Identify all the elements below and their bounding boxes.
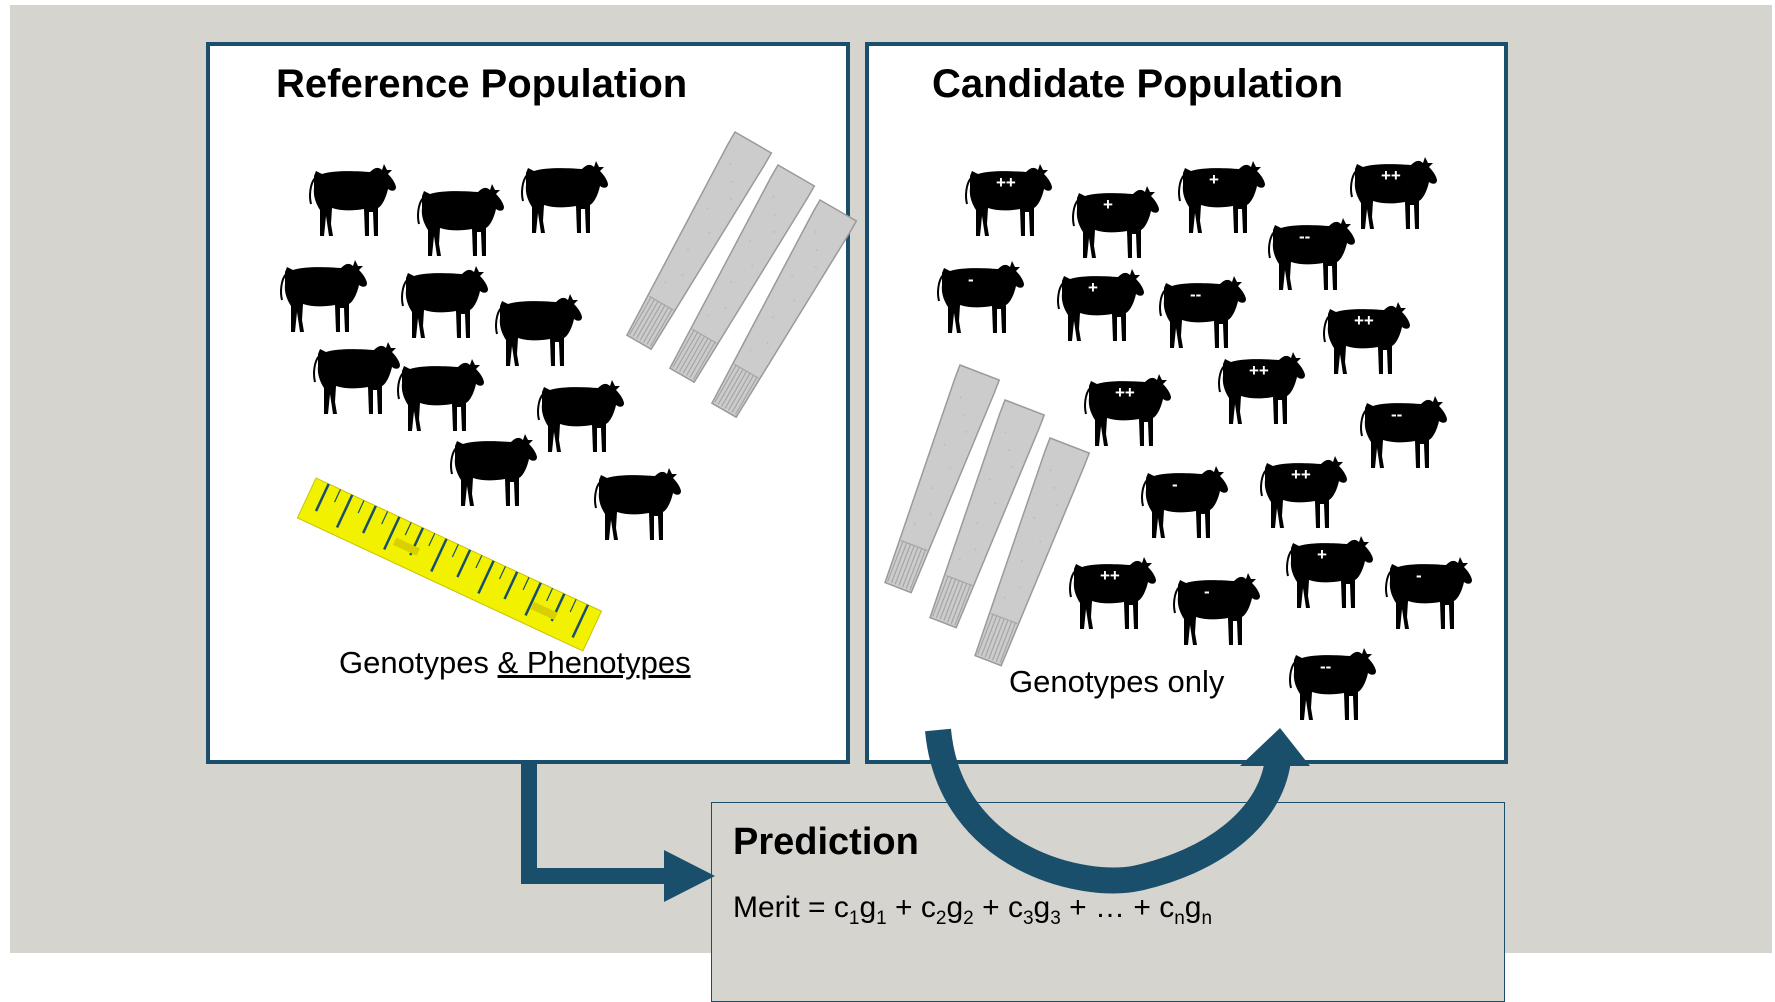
- candidate-cow: +: [1286, 535, 1374, 609]
- cow-marker-label: +: [1103, 195, 1113, 214]
- formula-sub: 1: [848, 908, 860, 929]
- cow-marker-label: --: [1320, 657, 1331, 676]
- cow-marker-label: +: [1317, 545, 1327, 564]
- cow-marker-label: ++: [1249, 361, 1269, 380]
- candidate-cow: --: [1289, 647, 1377, 721]
- formula-coef: c: [1159, 891, 1175, 924]
- cow-marker-label: ++: [1291, 465, 1311, 484]
- candidate-cow: -: [1173, 572, 1261, 646]
- cow-marker-label: +: [1209, 170, 1219, 189]
- cow-marker-label: --: [1190, 285, 1201, 304]
- cow-marker-label: ++: [1381, 166, 1401, 185]
- reference-population-title: Reference Population: [276, 62, 688, 106]
- cow-marker-label: -: [968, 270, 974, 289]
- cow-silhouette-icon: [937, 260, 1025, 334]
- cow-marker-label: --: [1391, 405, 1402, 424]
- cow-marker-label: ++: [1354, 311, 1374, 330]
- reference-cows: [280, 160, 682, 541]
- candidate-cow: --: [1360, 395, 1448, 469]
- cow-silhouette-icon: [521, 160, 609, 234]
- cow-marker-label: ++: [1115, 383, 1135, 402]
- formula-sub: 1: [876, 908, 887, 929]
- cow-marker-label: --: [1299, 227, 1310, 246]
- candidate-cow: +: [1057, 268, 1145, 342]
- cow-marker-label: +: [1088, 278, 1098, 297]
- cow-silhouette-icon: [1268, 217, 1356, 291]
- cow-silhouette-icon: [309, 163, 397, 237]
- cow-silhouette-icon: [1286, 535, 1374, 609]
- candidate-cow: ++: [1323, 301, 1411, 375]
- candidate-population-title: Candidate Population: [932, 62, 1344, 106]
- diagram-artwork: ++++++---+--++++++---++++-+---: [280, 131, 1473, 902]
- candidate-cow: ++: [1069, 556, 1157, 630]
- cow-silhouette-icon: [495, 293, 583, 367]
- formula-coef: c: [1007, 891, 1023, 924]
- prediction-formula: Merit = c1g1 + c2g2 + c3g3 + … + cngn: [733, 891, 1213, 929]
- formula-ellipsis: + … +: [1069, 891, 1151, 924]
- arrow-head-icon: [664, 850, 715, 902]
- cow-marker-label: ++: [1100, 566, 1120, 585]
- formula-genotype: g: [1033, 891, 1051, 924]
- prediction-title: Prediction: [733, 821, 919, 863]
- candidate-cow: ++: [1350, 156, 1438, 230]
- cow-silhouette-icon: [1173, 572, 1261, 646]
- candidate-curved-arrow: [925, 728, 1291, 894]
- formula-sub: n: [1174, 908, 1185, 929]
- candidate-cows: ++++++---+--++++++---++++-+---: [937, 156, 1473, 721]
- cow-silhouette-icon: [450, 433, 538, 507]
- formula-coef: c: [833, 891, 849, 924]
- cow-silhouette-icon: [1159, 275, 1247, 349]
- candidate-caption: Genotypes only: [1009, 664, 1225, 699]
- reference-to-prediction-arrow: [521, 764, 670, 884]
- formula-sub: 2: [935, 908, 947, 929]
- cow-silhouette-icon: [1057, 268, 1145, 342]
- cow-silhouette-icon: [1289, 647, 1377, 721]
- formula-sub: n: [1201, 908, 1213, 929]
- cow-silhouette-icon: [1360, 395, 1448, 469]
- candidate-cow: -: [1385, 556, 1473, 630]
- candidate-chips: [876, 364, 1090, 669]
- cow-marker-label: ++: [996, 173, 1016, 192]
- cow-silhouette-icon: [397, 358, 485, 432]
- formula-genotype: g: [1184, 891, 1202, 924]
- formula-sub: 3: [1022, 908, 1034, 929]
- cow-silhouette-icon: [1141, 465, 1229, 539]
- cow-marker-label: -: [1416, 566, 1422, 585]
- caption-genotypes: Genotypes: [339, 645, 498, 680]
- candidate-cow: ++: [965, 163, 1053, 237]
- diagram-stage: Reference Population Candidate Populatio…: [10, 5, 1772, 1002]
- candidate-cow: +: [1178, 160, 1266, 234]
- cow-silhouette-icon: [1178, 160, 1266, 234]
- candidate-cow: ++: [1260, 455, 1348, 529]
- formula-genotype: g: [946, 891, 964, 924]
- cow-marker-label: -: [1172, 475, 1178, 494]
- candidate-cow: -: [1141, 465, 1229, 539]
- cow-silhouette-icon: [1385, 556, 1473, 630]
- cow-silhouette-icon: [280, 259, 368, 333]
- formula-genotype: g: [859, 891, 877, 924]
- formula-sub: 2: [963, 908, 974, 929]
- candidate-cow: --: [1159, 275, 1247, 349]
- formula-lhs: Merit =: [733, 891, 834, 924]
- candidate-cow: --: [1268, 217, 1356, 291]
- caption-phenotypes: & Phenotypes: [497, 645, 691, 680]
- formula-coef: c: [920, 891, 936, 924]
- candidate-cow: +: [1072, 185, 1160, 259]
- formula-sub: 3: [1050, 908, 1061, 929]
- cow-silhouette-icon: [417, 183, 505, 257]
- measuring-tape-icon: [296, 477, 603, 652]
- arrow-head-icon: [1240, 728, 1310, 766]
- cow-silhouette-icon: [313, 341, 401, 415]
- cow-marker-label: -: [1204, 582, 1210, 601]
- reference-chips: [619, 131, 858, 421]
- cow-silhouette-icon: [1072, 185, 1160, 259]
- candidate-cow: -: [937, 260, 1025, 334]
- cow-silhouette-icon: [537, 379, 625, 453]
- reference-caption: Genotypes & Phenotypes: [339, 645, 691, 681]
- candidate-cow: ++: [1084, 373, 1172, 447]
- cow-silhouette-icon: [594, 467, 682, 541]
- cow-silhouette-icon: [401, 265, 489, 339]
- candidate-cow: ++: [1218, 351, 1306, 425]
